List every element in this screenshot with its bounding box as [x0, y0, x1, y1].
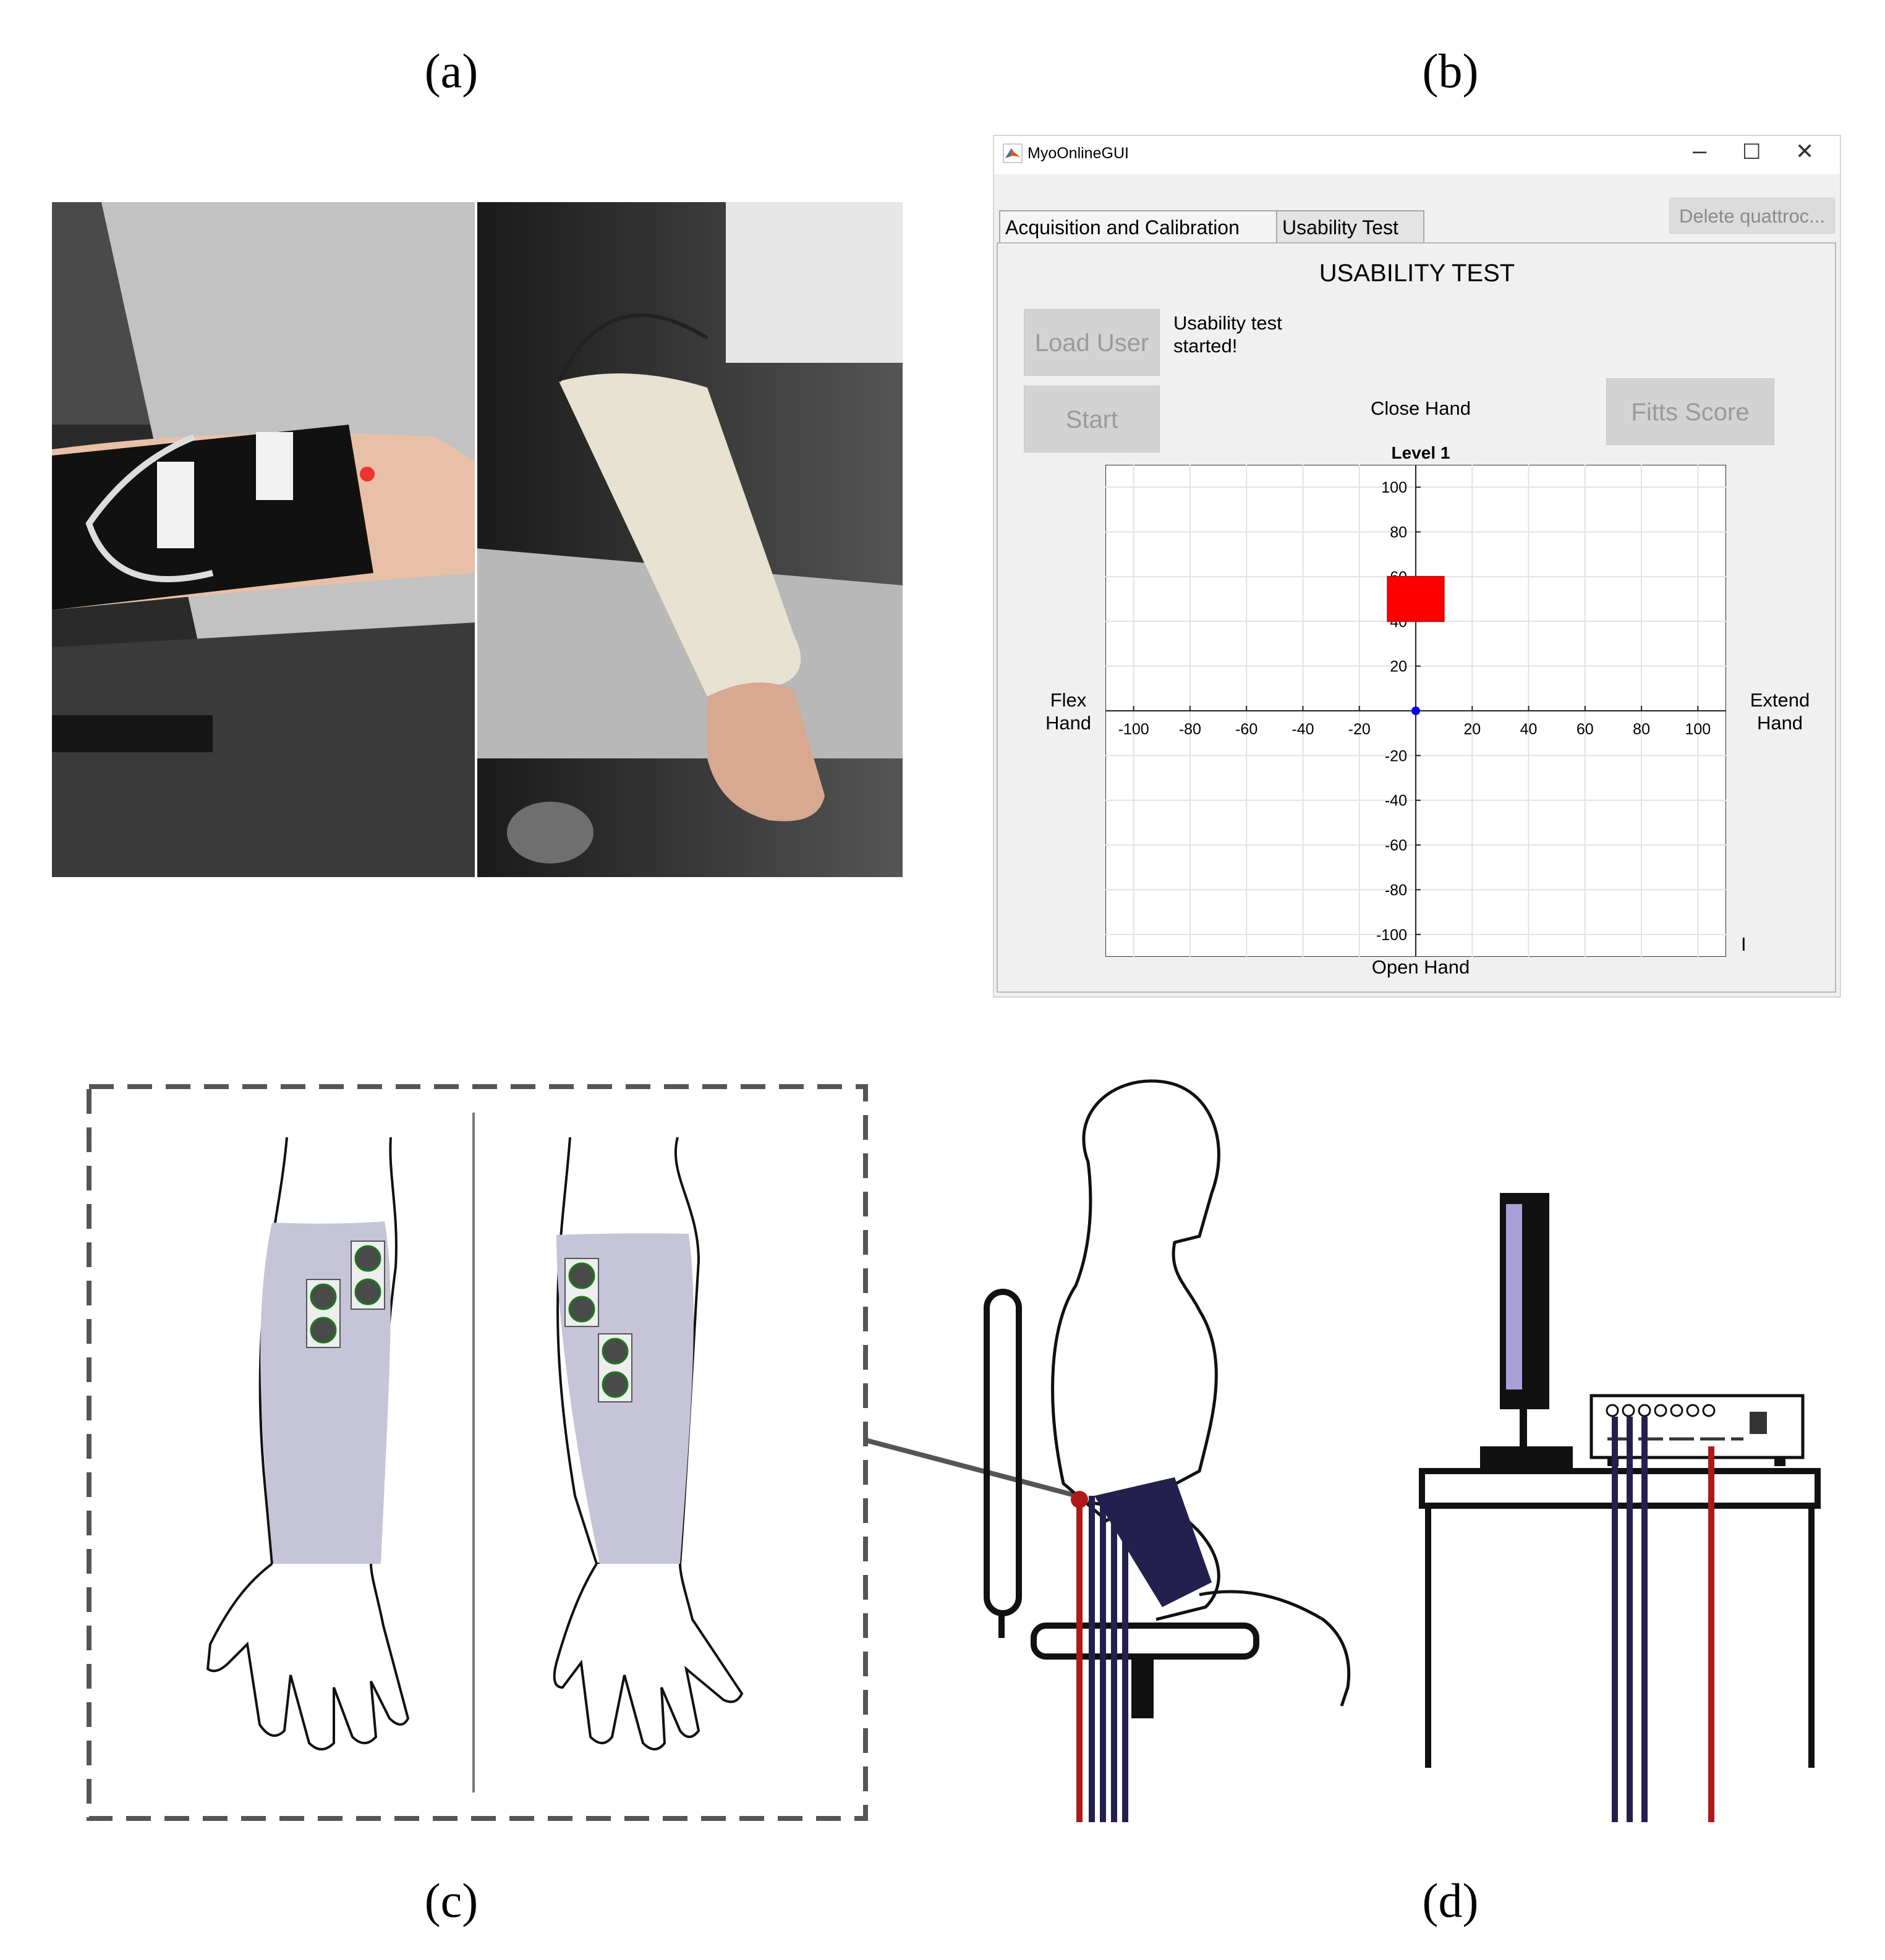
setup-illustration — [87, 1079, 1821, 1822]
desk — [1419, 1468, 1821, 1768]
fitts-score-button[interactable]: Fitts Score — [1606, 378, 1774, 445]
close-hand-label: Close Hand — [1371, 397, 1471, 419]
myo-online-gui-window: MyoOnlineGUI – ☐ ✕ Acquisition and Calib… — [993, 135, 1841, 998]
minimize-icon[interactable]: – — [1693, 137, 1707, 164]
target-plot: -100-80-60-40-202040608010010080604020-2… — [1105, 465, 1726, 957]
forearm-ventral — [206, 1137, 410, 1750]
window-title: MyoOnlineGUI — [1028, 145, 1129, 162]
x-tick-label: -20 — [1348, 721, 1371, 738]
hand-right — [707, 682, 825, 821]
panel-label-d: (d) — [1422, 1873, 1479, 1927]
open-hand-label: Open Hand — [1371, 956, 1470, 978]
extend-line-2: Hand — [1756, 712, 1803, 734]
flex-line-1: Flex — [1050, 689, 1087, 711]
y-tick-label: -100 — [1376, 927, 1407, 944]
monitor — [1480, 1193, 1573, 1469]
y-tick-label: -40 — [1385, 792, 1407, 810]
panel-label-b: (b) — [1422, 44, 1479, 98]
cursor-point — [1411, 706, 1420, 715]
bandaged-forearm — [559, 373, 801, 697]
forearm-dorsal — [553, 1137, 744, 1750]
x-tick-label: 20 — [1463, 721, 1481, 738]
x-tick-label: -40 — [1291, 721, 1314, 738]
y-tick-label: -60 — [1385, 837, 1407, 854]
y-tick-label: 20 — [1390, 658, 1407, 676]
y-tick-label: -20 — [1385, 747, 1407, 765]
extend-hand-label: Extend Hand — [1727, 689, 1832, 734]
x-tick-label: -80 — [1179, 721, 1201, 738]
maximize-icon[interactable]: ☐ — [1742, 140, 1761, 164]
usability-test-heading: USABILITY TEST — [1319, 260, 1515, 287]
electrode-photo — [52, 202, 903, 877]
load-user-button[interactable]: Load User — [1024, 309, 1160, 376]
close-icon[interactable]: ✕ — [1795, 138, 1815, 164]
ventral-hand — [206, 1563, 410, 1750]
pointer-line — [864, 1438, 1102, 1504]
target-box — [1387, 575, 1445, 622]
x-tick-label: -60 — [1235, 721, 1257, 738]
panel-label-c: (c) — [424, 1873, 479, 1927]
amplifier — [1589, 1394, 1805, 1466]
status-line-1: Usability test — [1173, 312, 1282, 334]
level-label: Level 1 — [1391, 443, 1450, 462]
dorsal-hand — [553, 1563, 744, 1750]
y-tick-label: 100 — [1381, 479, 1407, 496]
x-tick-label: -100 — [1118, 721, 1149, 738]
desk-cables — [1612, 1417, 1714, 1822]
x-tick-label: 80 — [1633, 721, 1650, 738]
status-text: Usability test started! — [1173, 312, 1334, 357]
tab-acquisition-calibration[interactable]: Acquisition and Calibration — [999, 210, 1277, 244]
x-tick-label: 60 — [1577, 721, 1594, 738]
flex-hand-label: Flex Hand — [1025, 689, 1112, 734]
matlab-icon — [1003, 143, 1023, 163]
y-tick-label: 80 — [1390, 524, 1407, 541]
chair-post — [1131, 1657, 1154, 1718]
extend-line-1: Extend — [1750, 689, 1810, 711]
text-cursor: I — [1741, 933, 1747, 955]
start-button[interactable]: Start — [1024, 386, 1160, 452]
title-bar: MyoOnlineGUI – ☐ ✕ — [994, 136, 1840, 174]
panel-label-a: (a) — [424, 44, 479, 98]
y-tick-label: -80 — [1385, 881, 1407, 899]
status-line-2: started! — [1173, 335, 1238, 357]
x-tick-label: 100 — [1685, 721, 1711, 738]
tab-usability-test[interactable]: Usability Test — [1276, 210, 1424, 244]
seated-person — [1051, 1079, 1351, 1707]
flex-line-2: Hand — [1045, 712, 1092, 734]
dashed-frame — [87, 1084, 868, 1821]
x-tick-label: 40 — [1520, 721, 1538, 738]
arm-cables — [1071, 1491, 1128, 1822]
delete-button[interactable]: Delete quattroc... — [1669, 198, 1835, 234]
